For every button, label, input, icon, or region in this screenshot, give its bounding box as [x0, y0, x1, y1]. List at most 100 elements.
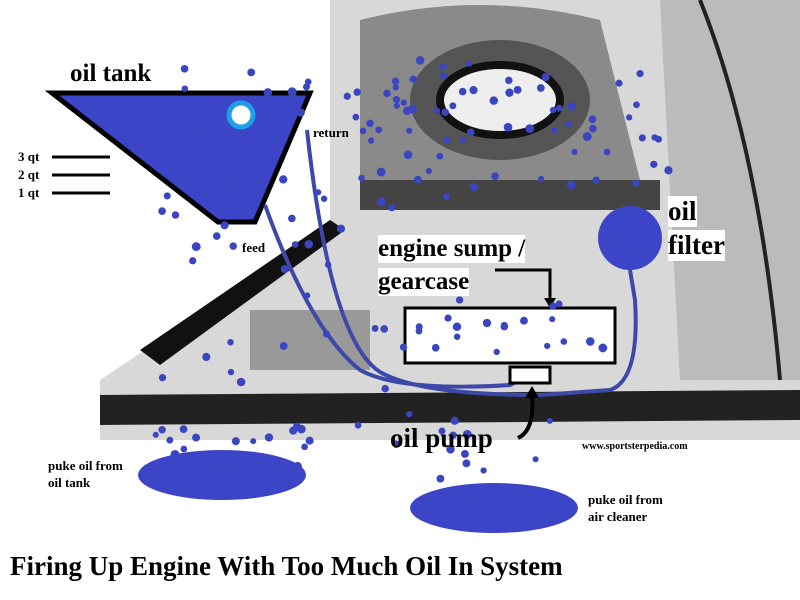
feed-line — [263, 204, 521, 389]
pump-arrow — [516, 394, 535, 440]
oil-dot — [650, 160, 658, 168]
oil-dot — [443, 136, 451, 144]
feed-label: feed — [242, 240, 266, 255]
puddle-oil-tank — [138, 450, 306, 500]
oil-dot — [446, 444, 455, 454]
oil-dot — [415, 56, 425, 65]
oil-dot — [303, 292, 311, 299]
oil-dot — [555, 104, 563, 112]
oil-dot — [598, 343, 608, 353]
oil-dot — [549, 316, 556, 323]
oil-dot — [158, 426, 166, 434]
oil-dot — [392, 96, 401, 104]
oil-dot — [513, 85, 522, 94]
oil-dot — [272, 133, 281, 142]
oil-dot — [388, 204, 396, 212]
oil-dot — [380, 325, 389, 333]
oil-dot — [367, 137, 375, 144]
oil-dot — [227, 368, 235, 376]
oil-dot — [505, 88, 514, 97]
oil-dot — [287, 87, 297, 97]
oil-dot — [358, 174, 365, 182]
oil-dot — [352, 113, 360, 121]
oil-filter — [598, 206, 662, 270]
oil-dot — [433, 107, 441, 114]
oil-dot — [444, 314, 452, 322]
oil-dot — [436, 152, 444, 160]
oil-dot — [651, 134, 658, 141]
oil-dot — [482, 318, 492, 328]
oil-dot — [415, 327, 423, 335]
sump-arrow-head — [544, 298, 556, 308]
oil-dot — [366, 119, 374, 128]
oil-dot — [440, 72, 448, 80]
oil-dot — [279, 175, 288, 184]
oil-dot — [189, 257, 197, 265]
oil-dot — [632, 179, 640, 187]
oil-dot — [461, 450, 469, 458]
oil-dot — [171, 211, 180, 219]
oil-dot — [376, 167, 386, 177]
oil-dot — [158, 207, 166, 215]
oil-dot — [336, 224, 346, 233]
oil-dot — [302, 83, 311, 91]
oil-dot — [449, 102, 457, 110]
oil-dot — [192, 433, 201, 442]
oil-dot — [592, 176, 600, 184]
oil-dot — [441, 108, 449, 117]
oil-dot — [391, 77, 400, 85]
oil-dot — [549, 106, 557, 114]
oil-dot — [491, 172, 499, 181]
oil-dot — [381, 384, 389, 393]
oil-dot — [264, 433, 274, 442]
oil-dot — [469, 182, 479, 192]
oil-dot — [458, 87, 467, 96]
oil-dot — [202, 352, 211, 362]
oil-dot — [626, 114, 633, 121]
website-label: www.sportsterpedia.com — [582, 441, 688, 452]
oil-dot — [392, 84, 400, 91]
level-3qt-label: 3 qt — [18, 149, 40, 164]
oil-dot — [383, 89, 391, 98]
oil-dot — [353, 88, 361, 96]
oil-dot — [227, 338, 234, 346]
oil-dot — [180, 65, 189, 73]
oil-dot — [489, 96, 498, 105]
oil-dot — [315, 189, 322, 196]
oil-dot — [462, 430, 472, 439]
engine-photo-background — [100, 0, 800, 440]
oil-dot — [493, 348, 500, 356]
oil-dot — [393, 102, 400, 109]
oil-dot — [220, 221, 229, 230]
oil-dot — [664, 166, 673, 175]
oil-dot — [565, 120, 572, 128]
oil-dot — [231, 437, 240, 446]
oil-dot — [322, 330, 331, 338]
oil-dot — [181, 85, 189, 92]
oil-dot — [399, 343, 408, 351]
oil-dot — [377, 197, 387, 207]
sump-arrow — [495, 268, 552, 300]
engine-sump-label-1: engine sump / — [378, 235, 526, 263]
oil-dot — [406, 410, 413, 418]
level-1qt-label: 1 qt — [18, 185, 40, 200]
oil-dot — [320, 195, 328, 202]
oil-dot — [305, 436, 314, 445]
oil-dot — [170, 449, 180, 459]
oil-dot — [538, 175, 545, 182]
oil-dot — [371, 325, 379, 332]
oil-dot — [296, 108, 305, 117]
oil-dot — [324, 261, 332, 268]
oil-dot — [438, 427, 446, 435]
oil-dot — [520, 316, 528, 325]
oil-dot — [455, 296, 464, 304]
oil-dot — [280, 264, 289, 274]
oil-dot — [636, 70, 644, 78]
oil-dot — [212, 232, 221, 240]
oil-dot — [462, 459, 471, 468]
oil-dot — [532, 456, 539, 463]
oil-dot — [500, 322, 509, 331]
oil-dot — [439, 63, 447, 71]
oil-dot — [582, 132, 592, 141]
